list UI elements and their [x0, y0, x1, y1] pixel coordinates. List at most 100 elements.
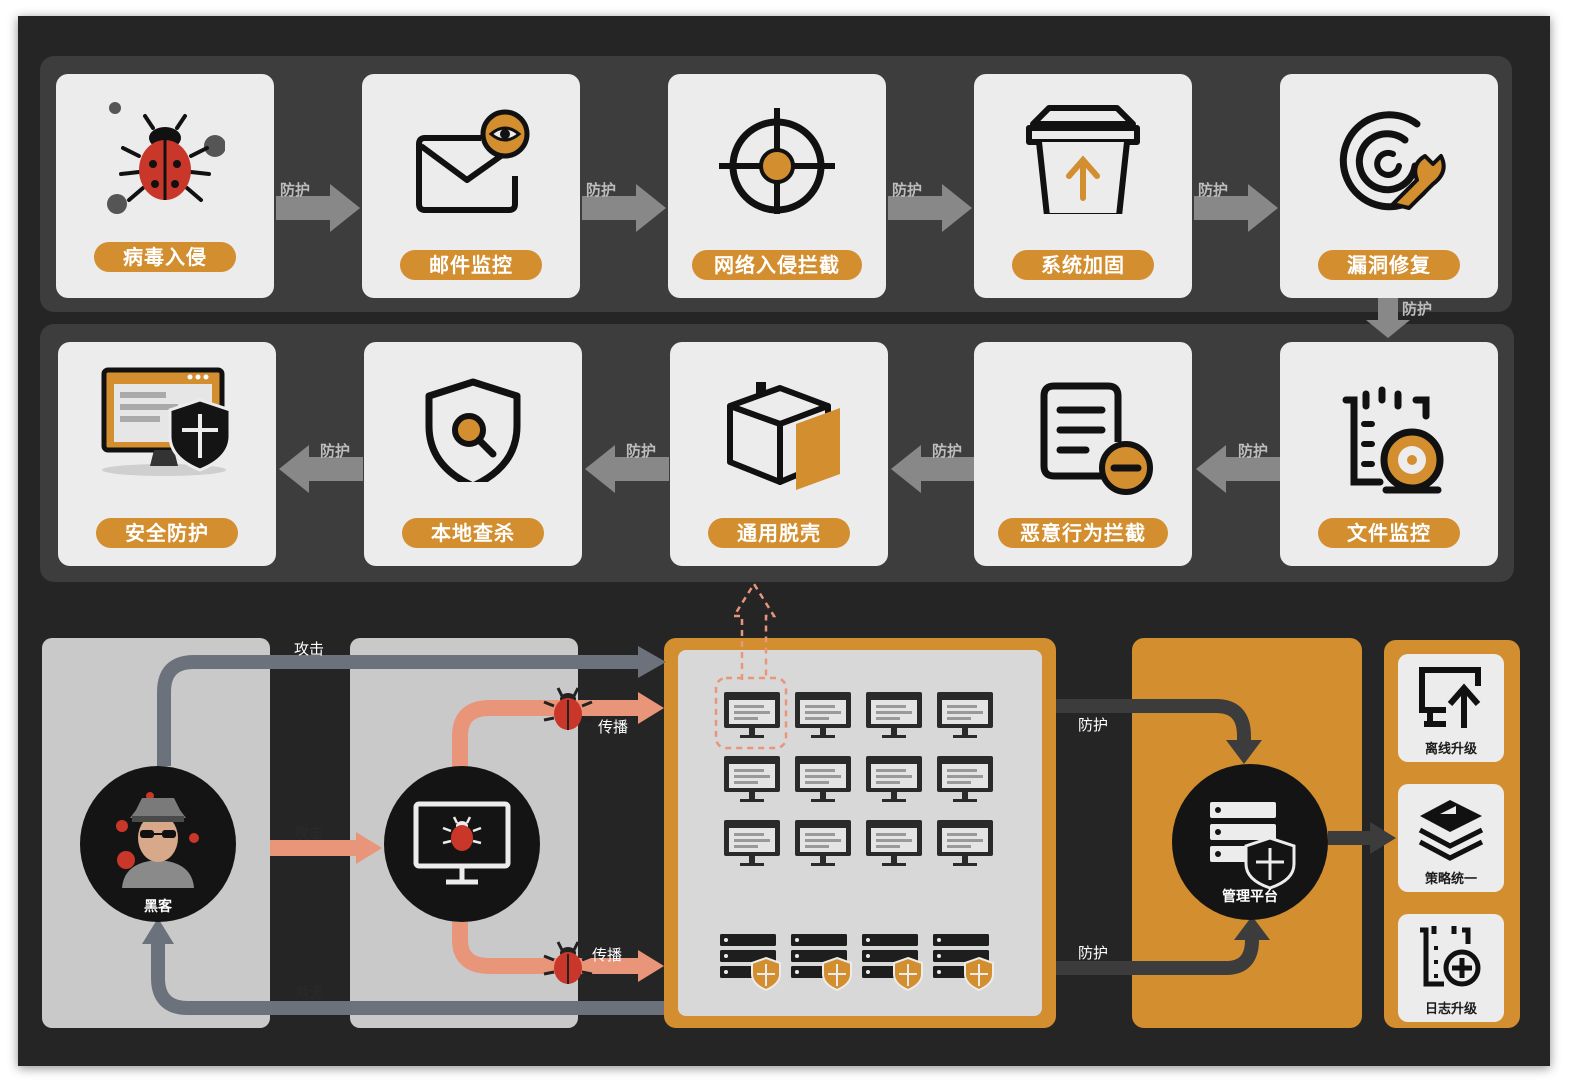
arrow-left-1: [279, 445, 363, 493]
trace-arrowhead: [142, 918, 174, 944]
pipeline-card-virus: 病毒入侵: [56, 74, 274, 298]
side-card-label: 策略统一: [1424, 872, 1477, 887]
hacker-icon: [116, 792, 199, 888]
connector-label-4: 防护: [1198, 181, 1229, 199]
monitor-shield-icon: [101, 367, 232, 476]
diagram-frame: 防护 防护 防护 防护 防护 防护 防护 防护 防护 病毒入侵: [18, 16, 1550, 1066]
terminal-server-icon: [720, 934, 781, 992]
side-card-label: 日志升级: [1424, 1002, 1477, 1017]
connector-label-8: 防护: [932, 442, 963, 460]
mail-eye-icon: [416, 109, 530, 213]
attack-path-top: [157, 655, 642, 766]
card-label: 网络入侵拦截: [692, 250, 862, 280]
pipeline-arrows: [276, 184, 1410, 493]
attack-arrowhead-top: [638, 646, 666, 678]
trace-path: [151, 940, 664, 1015]
shield-search-icon: [425, 378, 521, 482]
infected-terminal-highlight: [714, 676, 788, 750]
pipeline-card-unpack: 通用脱壳: [670, 342, 888, 566]
virus-icon-top: [543, 687, 593, 730]
card-label: 文件监控: [1318, 518, 1460, 548]
pipeline-card-scan: 本地查杀: [364, 342, 582, 566]
connector-label-5: 防护: [1402, 300, 1433, 318]
terminal-monitor-icon: [937, 820, 993, 866]
arrow-left-3: [891, 445, 975, 493]
spread-label-top: 传播: [598, 718, 629, 736]
crosshair-icon: [719, 108, 835, 214]
radar-wrench-icon: [1339, 111, 1446, 211]
connector-label-2: 防护: [586, 181, 617, 199]
terminal-server-icon: [791, 934, 852, 992]
platform-to-side-arrowhead: [1370, 822, 1396, 854]
endpoint-circle: [384, 766, 540, 922]
attack-label-top: 攻击: [294, 640, 325, 658]
terminal-monitor-icon: [724, 820, 780, 866]
arrow-left-4: [1196, 445, 1280, 493]
terminal-monitor-icon: [866, 692, 922, 738]
card-label: 漏洞修复: [1318, 250, 1460, 280]
terminal-monitor-icon: [724, 756, 780, 802]
infected-monitor-icon: [413, 801, 511, 885]
defend-arrowhead-top: [1226, 740, 1262, 764]
pipeline-card-behavior: 恶意行为拦截: [974, 342, 1192, 566]
terminal-monitor-icon: [795, 820, 851, 866]
connector-label-6: 防护: [320, 442, 351, 460]
upload-box-icon: [1026, 105, 1140, 214]
terminal-monitor-icon: [866, 756, 922, 802]
bug-icon: [107, 102, 225, 214]
server-shield-icon: [1210, 802, 1296, 890]
spread-arrowhead-top: [638, 692, 664, 724]
terminal-monitor-icon: [795, 756, 851, 802]
hacker-label: 黑客: [144, 899, 172, 915]
arrow-left-2: [585, 445, 669, 493]
server-grid: [720, 934, 994, 992]
spread-label-bottom: 传播: [592, 946, 623, 964]
card-label: 恶意行为拦截: [998, 518, 1168, 548]
card-label: 本地查杀: [402, 518, 544, 548]
spread-path-bottom: [452, 922, 640, 974]
monitor-grid: [724, 692, 993, 866]
side-card-offline-upgrade: 离线升级: [1398, 654, 1504, 762]
defend-label-top: 防护: [1078, 716, 1109, 734]
card-label: 安全防护: [96, 518, 238, 548]
arrow-down: [1366, 298, 1410, 338]
arrow-right-1: [276, 184, 360, 232]
spread-arrowhead-bottom: [638, 950, 664, 982]
platform-circle: 管理平台: [1172, 764, 1328, 920]
offline-upgrade-icon: [1419, 667, 1481, 728]
card-label: 邮件监控: [400, 250, 542, 280]
connector-label-1: 防护: [280, 181, 311, 199]
dashed-alert-arrow: [731, 581, 777, 680]
attack-arrowhead-mid: [356, 832, 382, 864]
virus-icon-bottom: [543, 941, 593, 984]
attack-label-mid: 攻击: [294, 824, 325, 842]
arrow-right-3: [888, 184, 972, 232]
terminal-server-icon: [862, 934, 923, 992]
terminal-monitor-icon: [795, 692, 851, 738]
terminal-monitor-icon: [866, 820, 922, 866]
pipeline-card-protect: 安全防护: [58, 342, 276, 566]
document-minus-icon: [1040, 382, 1153, 495]
terminal-monitor-icon: [724, 692, 780, 738]
connector-label-3: 防护: [892, 181, 923, 199]
arrow-right-4: [1194, 184, 1278, 232]
cube-icon: [727, 382, 840, 490]
defend-arrowhead-bottom: [1234, 916, 1270, 940]
pipeline-card-patch: 漏洞修复: [1280, 74, 1498, 298]
pipeline-card-file: 文件监控: [1280, 342, 1498, 566]
terminal-server-icon: [933, 934, 994, 992]
arrow-right-2: [582, 184, 666, 232]
side-card-label: 离线升级: [1424, 742, 1477, 757]
hacker-circle: 黑客: [80, 766, 236, 922]
connector-label-9: 防护: [1238, 442, 1269, 460]
side-panel: 离线升级 策略统一 日志升级: [1384, 640, 1520, 1028]
spread-path-top: [452, 700, 640, 770]
pipeline-card-harden: 系统加固: [974, 74, 1192, 298]
defend-path-top: [1056, 699, 1251, 744]
pipeline-card-network: 网络入侵拦截: [668, 74, 886, 298]
side-card-log: 日志升级: [1398, 914, 1504, 1022]
pipeline-card-mail: 邮件监控: [362, 74, 580, 298]
clipboard-target-icon: [1342, 386, 1444, 494]
side-card-policy: 策略统一: [1398, 784, 1504, 892]
defend-path-bottom: [1056, 938, 1259, 975]
